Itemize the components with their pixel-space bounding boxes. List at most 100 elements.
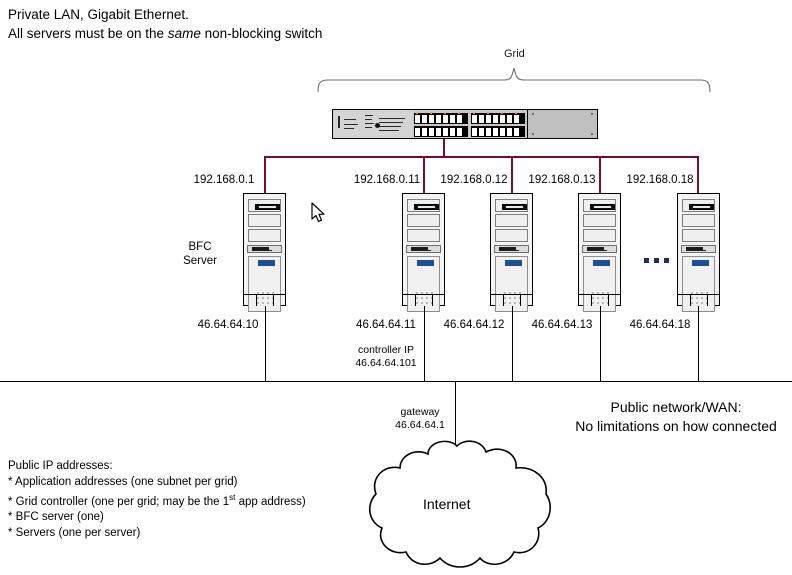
bfc-server-label: BFC Server [163, 240, 237, 268]
server-front-panel [495, 256, 528, 312]
notes-title: Public IP addresses: [8, 460, 113, 472]
public-ip-server-2: 46.64.64.11 [356, 319, 416, 331]
header-line-same-switch: All servers must be on the same non-bloc… [8, 25, 322, 42]
gateway-note: gateway 46.64.64.1 [385, 406, 455, 432]
server-badge [593, 260, 610, 266]
private-ip-server-4: 192.168.0.13 [528, 174, 596, 186]
notes-controller-part-a: * Grid controller (one per grid; may be … [8, 495, 230, 508]
notes-item-servers: * Servers (one per server) [8, 526, 141, 539]
server-optical-slot [686, 247, 703, 251]
server-optical-slot [411, 247, 428, 251]
wan-wire-drop-server-4 [600, 306, 601, 382]
internet-cloud [369, 440, 551, 568]
grid-brace [317, 67, 711, 93]
switch-expansion-module [527, 110, 597, 138]
server-optical-drive [406, 245, 441, 253]
gateway-ip: 46.64.64.1 [395, 419, 445, 431]
server-base [491, 294, 532, 306]
server-tower-4[interactable] [578, 193, 621, 312]
server-optical-line [500, 250, 519, 251]
server-optical-line [687, 250, 706, 251]
server-optical-line [253, 250, 272, 251]
server-bay-3 [248, 229, 281, 242]
server-bay-2 [583, 214, 616, 227]
controller-ip-value: 46.64.64.101 [355, 357, 417, 369]
server-bay-3 [407, 229, 440, 242]
notes-item-bfc-server: * BFC server (one) [8, 511, 104, 524]
server-badge [692, 260, 709, 266]
server-base [678, 294, 719, 306]
controller-ip-label: controller IP [357, 344, 415, 356]
private-ip-server-2: 192.168.0.11 [353, 174, 421, 186]
server-tower-2[interactable] [402, 193, 445, 312]
grid-label: Grid [504, 48, 525, 60]
wan-note-line-1: Public network/WAN: [610, 399, 742, 415]
switch-label-block-2 [379, 122, 403, 123]
bfc-label-line-1: BFC [188, 241, 212, 253]
server-bay-3 [682, 229, 715, 242]
wan-wire-drop-server-5 [698, 306, 699, 382]
private-ip-server-1: 192.168.0.1 [193, 174, 255, 186]
switch-label-block-3 [379, 126, 401, 127]
wan-wire-drop-server-2 [424, 306, 425, 382]
notes-controller-superscript: st [229, 493, 236, 502]
public-ip-notes: Public IP addresses: * Application addre… [8, 459, 306, 541]
notes-item-application: * Application addresses (one subnet per … [8, 475, 238, 488]
switch-knob [375, 123, 380, 128]
server-drive-slot [502, 204, 527, 210]
switch-screw-tl [532, 113, 534, 115]
server-optical-slot [587, 247, 604, 251]
server-badge [505, 260, 522, 266]
lan-wire-drop-server-1 [264, 156, 266, 196]
switch-screw-tr [591, 113, 593, 115]
server-tower-3[interactable] [490, 193, 533, 312]
header-line2-part-b: non-blocking switch [200, 26, 323, 41]
wan-wire-to-internet [455, 381, 456, 463]
public-ip-server-3: 46.64.64.12 [443, 319, 505, 331]
wan-note: Public network/WAN: No limitations on ho… [565, 398, 787, 436]
switch-text-line-2 [344, 124, 358, 125]
switch-text-line-7 [365, 127, 372, 128]
server-bay-2 [248, 214, 281, 227]
bfc-label-line-2: Server [183, 255, 217, 267]
server-badge [258, 260, 275, 266]
switch-led-bar [338, 116, 340, 128]
notes-controller-part-b: app address) [235, 495, 306, 508]
notes-item-grid-controller: * Grid controller (one per grid; may be … [8, 490, 306, 510]
header-line2-part-a: All servers must be on the [8, 26, 168, 41]
internet-cloud-label: Internet [423, 496, 471, 512]
server-tower-bfc[interactable] [243, 193, 286, 312]
lan-wire-drop-server-4 [599, 156, 601, 196]
server-bay-2 [682, 214, 715, 227]
server-optical-drive [582, 245, 617, 253]
server-front-panel [583, 256, 616, 312]
header-line2-emphasis: same [167, 26, 201, 41]
server-bay-2 [495, 214, 528, 227]
lan-wire-drop-server-5 [697, 156, 699, 196]
server-base [579, 294, 620, 306]
gateway-label: gateway [400, 406, 440, 418]
server-bay-1 [583, 199, 616, 212]
server-optical-line [412, 250, 431, 251]
server-base [403, 294, 444, 306]
header-line-private-lan: Private LAN, Gigabit Ethernet. [8, 7, 189, 22]
server-front-panel [407, 256, 440, 312]
server-optical-slot [252, 247, 269, 251]
switch-text-line-3 [344, 128, 354, 129]
lan-wire-drop-server-3 [511, 156, 513, 196]
server-tower-5[interactable] [677, 193, 720, 312]
server-bay-1 [495, 199, 528, 212]
server-drive-slot [255, 204, 280, 210]
server-optical-drive [681, 245, 716, 253]
controller-ip-note: controller IP 46.64.64.101 [348, 344, 424, 370]
wan-note-line-2: No limitations on how connected [575, 418, 777, 434]
server-bay-1 [248, 199, 281, 212]
server-bay-3 [583, 229, 616, 242]
lan-wire-drop-server-2 [423, 156, 425, 196]
server-optical-drive [247, 245, 282, 253]
wan-wire-drop-server-1 [265, 306, 266, 382]
server-front-panel [682, 256, 715, 312]
lan-wire-switch-drop [443, 139, 445, 157]
public-ip-server-4: 46.64.64.13 [531, 319, 593, 331]
